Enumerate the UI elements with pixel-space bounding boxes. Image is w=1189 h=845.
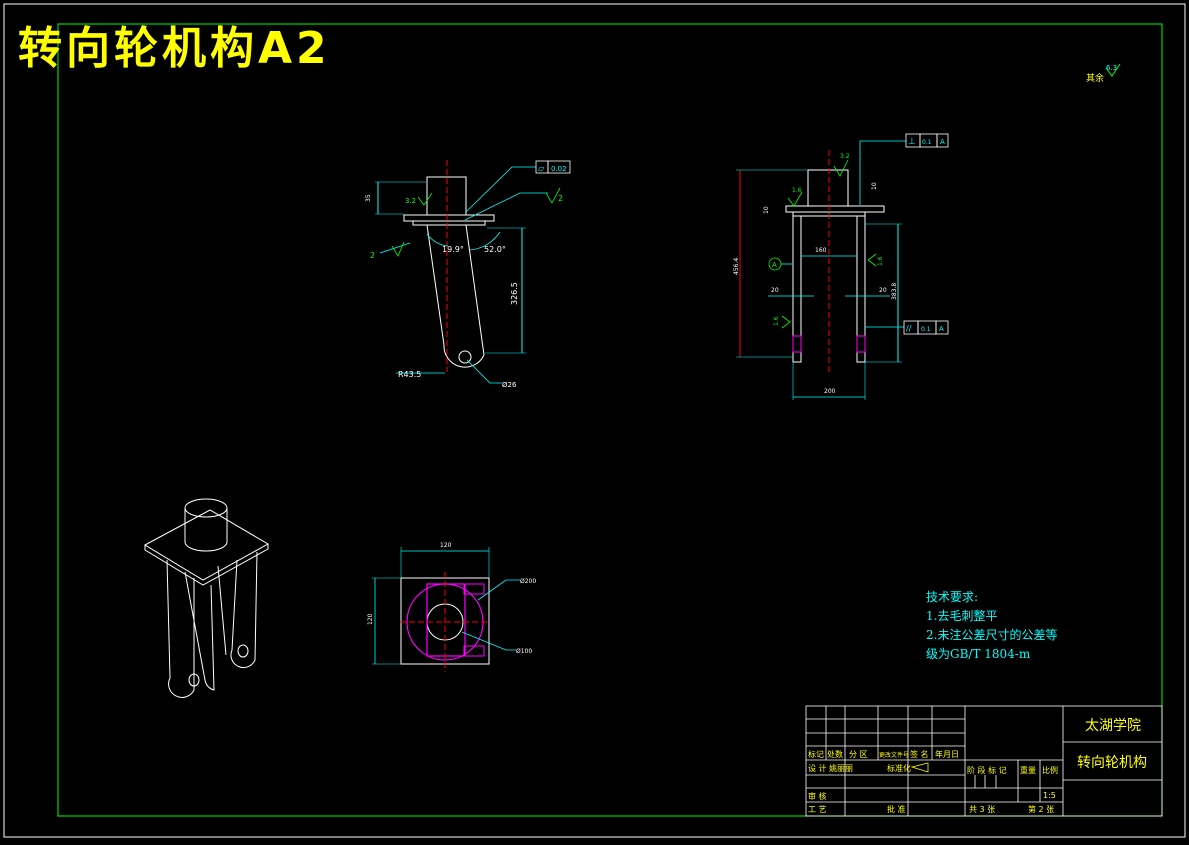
roughness-note: 其余 6.3 xyxy=(1086,63,1121,84)
front-roughness-c: 2 xyxy=(370,251,375,260)
roughness-note-text: 其余 xyxy=(1086,72,1104,84)
flatness-value: 0.02 xyxy=(551,165,567,173)
top-view: 120 120 Ø200 Ø100 xyxy=(367,542,536,672)
tb-scale-label: 比例 xyxy=(1042,765,1058,775)
datum-label: A xyxy=(772,261,777,269)
par-datum: A xyxy=(939,325,944,333)
tb-label-docno: 更改文件号 xyxy=(879,751,909,759)
side-rough-3: 1.6 xyxy=(877,256,884,266)
side-top-10: 10 xyxy=(871,182,878,190)
front-angle-right: 52.0° xyxy=(484,245,506,254)
flatness-symbol: ▱ xyxy=(538,164,545,173)
side-right-20: 20 xyxy=(879,287,887,294)
side-width-inner: 160 xyxy=(815,247,827,254)
side-width-bottom: 200 xyxy=(824,388,836,395)
side-overall-height: 456.4 xyxy=(733,258,740,275)
front-roughness-b: 2 xyxy=(558,194,563,203)
tb-standard-label: 标准化 xyxy=(887,763,911,773)
tech-item-1: 1.去毛刺整平 xyxy=(926,609,998,623)
tech-item-2: 2.未注公差尺寸的公差等 xyxy=(926,628,1058,642)
isometric-view xyxy=(143,498,270,698)
school-name: 太湖学院 xyxy=(1085,718,1141,734)
front-height-dim: 326.5 xyxy=(510,282,519,305)
tb-scale-value: 1:5 xyxy=(1043,791,1056,800)
side-rough-2: 1.6 xyxy=(792,187,802,194)
tb-sheets-total: 共 3 张 xyxy=(969,805,995,814)
tb-label-count: 处数 xyxy=(827,749,843,759)
tb-review-label: 审 核 xyxy=(808,791,827,801)
tb-approve-label: 批 准 xyxy=(887,804,906,814)
tb-label-mark: 标记 xyxy=(808,749,824,759)
side-rough-1: 3.2 xyxy=(840,153,850,160)
par-value: 0.1 xyxy=(921,326,931,333)
tech-heading: 技术要求: xyxy=(926,590,979,604)
tech-item-3: 级为GB/T 1804-m xyxy=(926,647,1031,661)
tb-sheet-no: 第 2 张 xyxy=(1028,804,1054,814)
front-view: 35 326.5 19.9° 52.0° R43.5 Ø26 ▱ 0.02 2 xyxy=(365,160,571,389)
front-top-height-dim: 35 xyxy=(365,194,372,202)
part-name: 转向轮机构 xyxy=(1077,755,1147,771)
tb-design-label: 设 计 xyxy=(808,763,827,773)
title-block xyxy=(805,705,1163,817)
tb-label-sign: 签 名 xyxy=(910,749,929,759)
tb-process-label: 工 艺 xyxy=(808,805,827,814)
side-inner-height: 383.8 xyxy=(891,283,898,300)
top-width-dim: 120 xyxy=(440,542,452,549)
tech-requirements: 技术要求: 1.去毛刺整平 2.未注公差尺寸的公差等 级为GB/T 1804-m xyxy=(926,588,1057,664)
front-radius-dim: R43.5 xyxy=(398,370,421,379)
side-left-20: 20 xyxy=(771,287,779,294)
front-roughness-a: 3.2 xyxy=(405,197,416,205)
front-hole-dim: Ø26 xyxy=(502,381,517,389)
tb-label-date: 年月日 xyxy=(935,749,959,759)
par-symbol: // xyxy=(906,324,912,333)
top-height-dim: 120 xyxy=(367,613,374,625)
tb-stage-label: 阶 段 标 记 xyxy=(967,765,1007,775)
inner-frame xyxy=(57,23,1163,817)
side-rough-4: 1.6 xyxy=(773,316,780,326)
tb-weight-label: 重量 xyxy=(1020,765,1036,775)
drawing-title: 转向轮机构A2 xyxy=(18,23,331,74)
roughness-note-value: 6.3 xyxy=(1106,64,1117,72)
side-plate-10: 10 xyxy=(763,206,770,214)
tb-designer: 姚丽丽 xyxy=(829,763,853,773)
outer-border xyxy=(3,3,1186,838)
tb-label-zone: 分 区 xyxy=(849,750,868,759)
top-dia-inner: Ø100 xyxy=(516,648,532,655)
perp-datum: A xyxy=(940,138,945,146)
perp-value: 0.1 xyxy=(922,139,932,146)
perp-symbol: ⊥ xyxy=(908,137,916,147)
front-angle-left: 19.9° xyxy=(442,245,464,254)
side-view: 456.4 383.8 160 20 20 200 10 10 xyxy=(733,133,949,400)
title-block-text: 太湖学院 转向轮机构 标记 处数 分 区 更改文件号 签 名 年月日 设 计 姚… xyxy=(808,718,1147,814)
top-dia-outer: Ø200 xyxy=(520,578,536,585)
